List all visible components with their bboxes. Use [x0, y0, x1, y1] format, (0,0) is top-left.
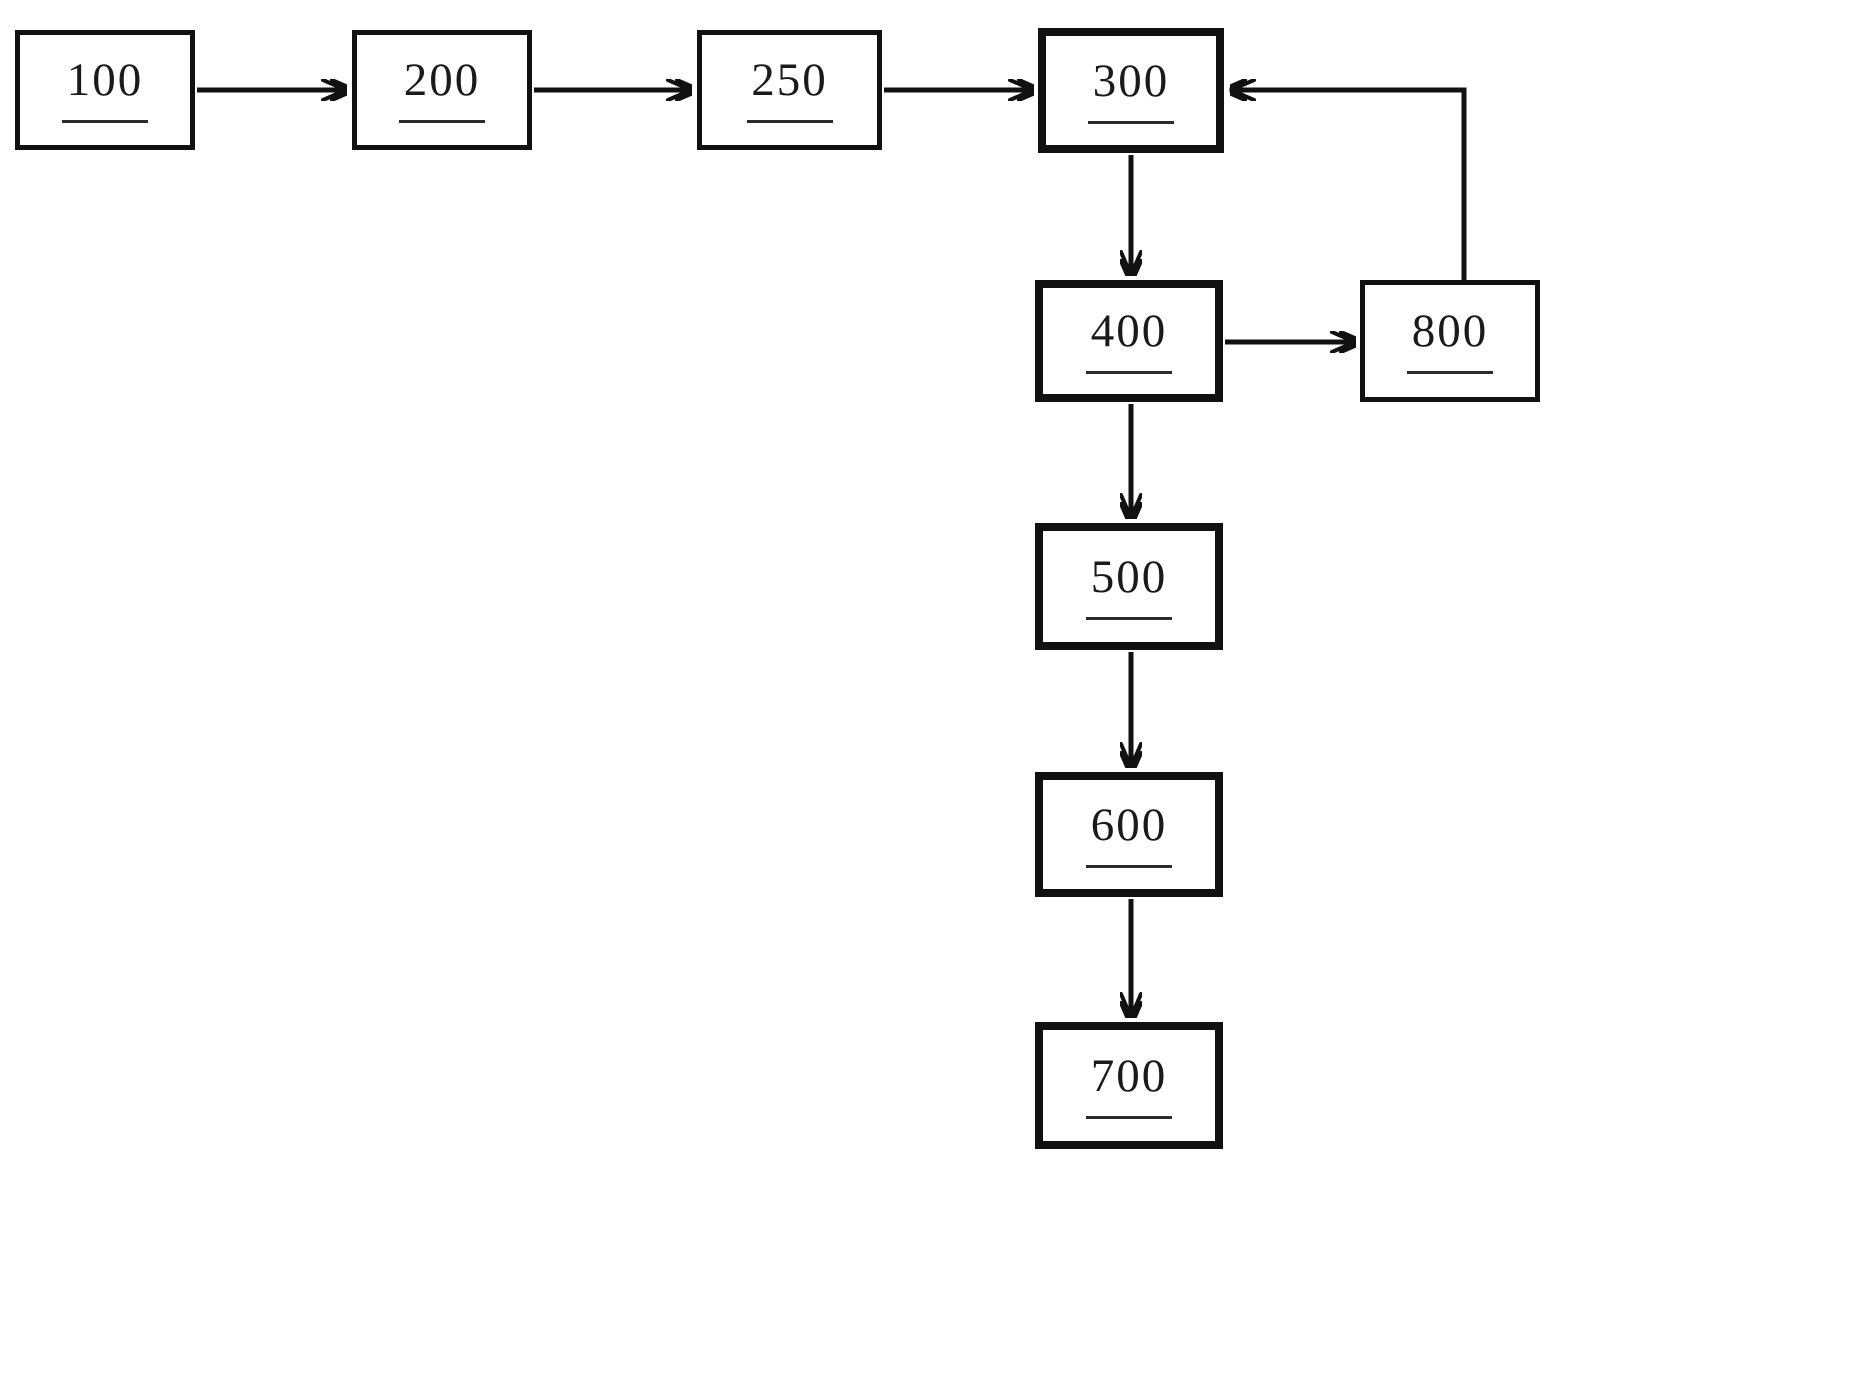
block-200[interactable]: 200	[352, 30, 532, 150]
block-100-underline	[62, 120, 148, 123]
block-250-label: 250	[751, 54, 828, 106]
block-200-label: 200	[403, 54, 481, 106]
block-100[interactable]: 100	[15, 30, 195, 150]
block-500-label: 500	[1090, 550, 1168, 603]
edge-800-to-300-feedback	[1229, 90, 1467, 281]
block-500[interactable]: 500	[1035, 523, 1223, 650]
block-400-underline	[1086, 371, 1172, 374]
block-700[interactable]: 700	[1035, 1022, 1223, 1149]
block-300[interactable]: 300	[1038, 28, 1224, 153]
block-800-underline	[1407, 371, 1493, 374]
block-800-label: 800	[1411, 305, 1489, 357]
block-250[interactable]: 250	[697, 30, 882, 150]
block-100-label: 100	[66, 54, 144, 106]
block-600-underline	[1086, 864, 1172, 868]
block-400-label: 400	[1090, 305, 1168, 357]
block-800[interactable]: 800	[1360, 280, 1540, 402]
block-250-underline	[746, 120, 833, 123]
block-600-label: 600	[1090, 798, 1168, 851]
block-400[interactable]: 400	[1035, 280, 1223, 402]
block-200-underline	[399, 120, 485, 123]
block-300-label: 300	[1092, 54, 1170, 107]
block-300-underline	[1088, 120, 1174, 124]
block-600[interactable]: 600	[1035, 772, 1223, 897]
block-700-label: 700	[1090, 1049, 1168, 1102]
block-700-underline	[1086, 1115, 1172, 1119]
block-500-underline	[1086, 616, 1172, 620]
